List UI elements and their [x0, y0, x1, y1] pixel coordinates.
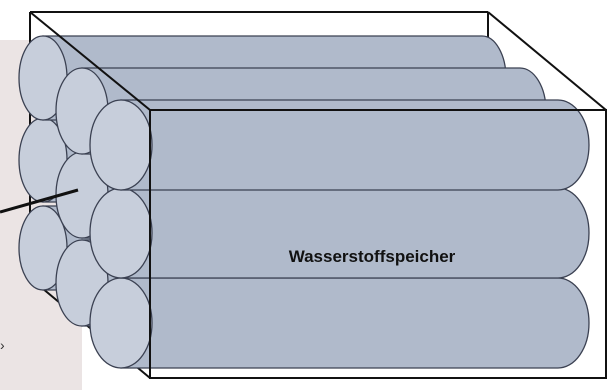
cylinder-end-cap — [89, 187, 153, 279]
cylinder-body — [120, 99, 590, 191]
cylinder-end-cap — [89, 277, 153, 369]
cylinder-body — [120, 277, 590, 369]
edge-mark: › — [0, 337, 5, 353]
cylinder-front-2 — [89, 187, 590, 279]
pointer-line — [0, 188, 79, 214]
cylinder-bundle — [18, 35, 590, 369]
cylinder-front-1 — [89, 99, 590, 191]
cylinder-body — [120, 187, 590, 279]
storage-label: Wasserstoffspeicher — [289, 247, 456, 266]
cylinder-end-cap — [89, 99, 153, 191]
cylinder-front-3 — [89, 277, 590, 369]
box-front-edges — [29, 11, 607, 379]
